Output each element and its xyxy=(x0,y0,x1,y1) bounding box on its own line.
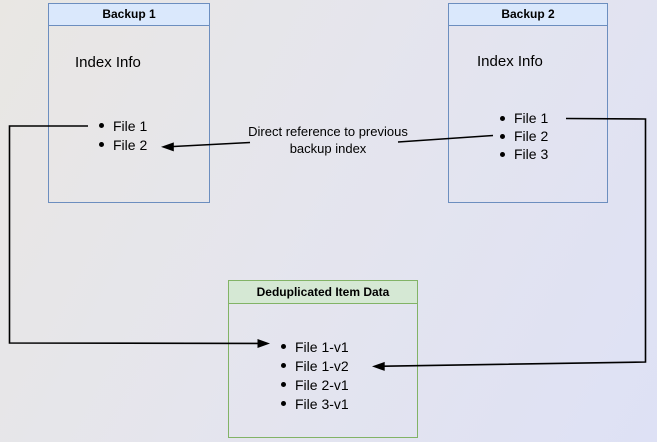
bullet-icon xyxy=(281,401,286,406)
bullet-icon xyxy=(99,142,104,147)
list-item: File 1-v1 xyxy=(281,337,349,356)
node-backup-1-title: Backup 1 xyxy=(49,4,209,26)
backup-1-file-list: File 1 File 2 xyxy=(99,116,147,154)
node-deduplicated-item-data: Deduplicated Item Data xyxy=(228,280,418,438)
file-label: File 2-v1 xyxy=(295,376,349,393)
dedup-file-list: File 1-v1 File 1-v2 File 2-v1 File 3-v1 xyxy=(281,337,349,413)
connector-label: Direct reference to previous backup inde… xyxy=(248,124,408,156)
bullet-icon xyxy=(281,382,286,387)
list-item: File 1 xyxy=(99,116,147,135)
backup-1-index-info-label: Index Info xyxy=(75,54,141,71)
list-item: File 2 xyxy=(99,135,147,154)
file-label: File 3 xyxy=(514,146,549,162)
bullet-icon xyxy=(500,151,505,157)
bullet-icon xyxy=(500,115,505,121)
list-item: File 3-v1 xyxy=(281,394,349,413)
list-item: File 1 xyxy=(500,109,548,127)
file-label: File 3-v1 xyxy=(295,395,349,412)
list-item: File 1-v2 xyxy=(281,356,349,375)
backup-2-index-info-label: Index Info xyxy=(477,53,543,70)
file-label: File 2 xyxy=(514,128,549,144)
file-label: File 2 xyxy=(113,136,148,153)
backup-2-file-list: File 1 File 2 File 3 xyxy=(500,109,548,163)
file-label: File 1-v2 xyxy=(295,357,349,374)
list-item: File 2 xyxy=(500,127,548,145)
file-label: File 1-v1 xyxy=(295,338,349,355)
bullet-icon xyxy=(281,363,286,368)
bullet-icon xyxy=(99,123,104,128)
file-label: File 1 xyxy=(113,117,148,134)
file-label: File 1 xyxy=(514,110,549,126)
node-backup-2-title: Backup 2 xyxy=(449,4,607,26)
list-item: File 3 xyxy=(500,145,548,163)
list-item: File 2-v1 xyxy=(281,375,349,394)
node-backup-1: Backup 1 xyxy=(48,3,210,203)
bullet-icon xyxy=(281,344,286,349)
node-dedup-title: Deduplicated Item Data xyxy=(229,281,417,304)
node-backup-2: Backup 2 xyxy=(448,3,608,203)
bullet-icon xyxy=(500,133,505,139)
